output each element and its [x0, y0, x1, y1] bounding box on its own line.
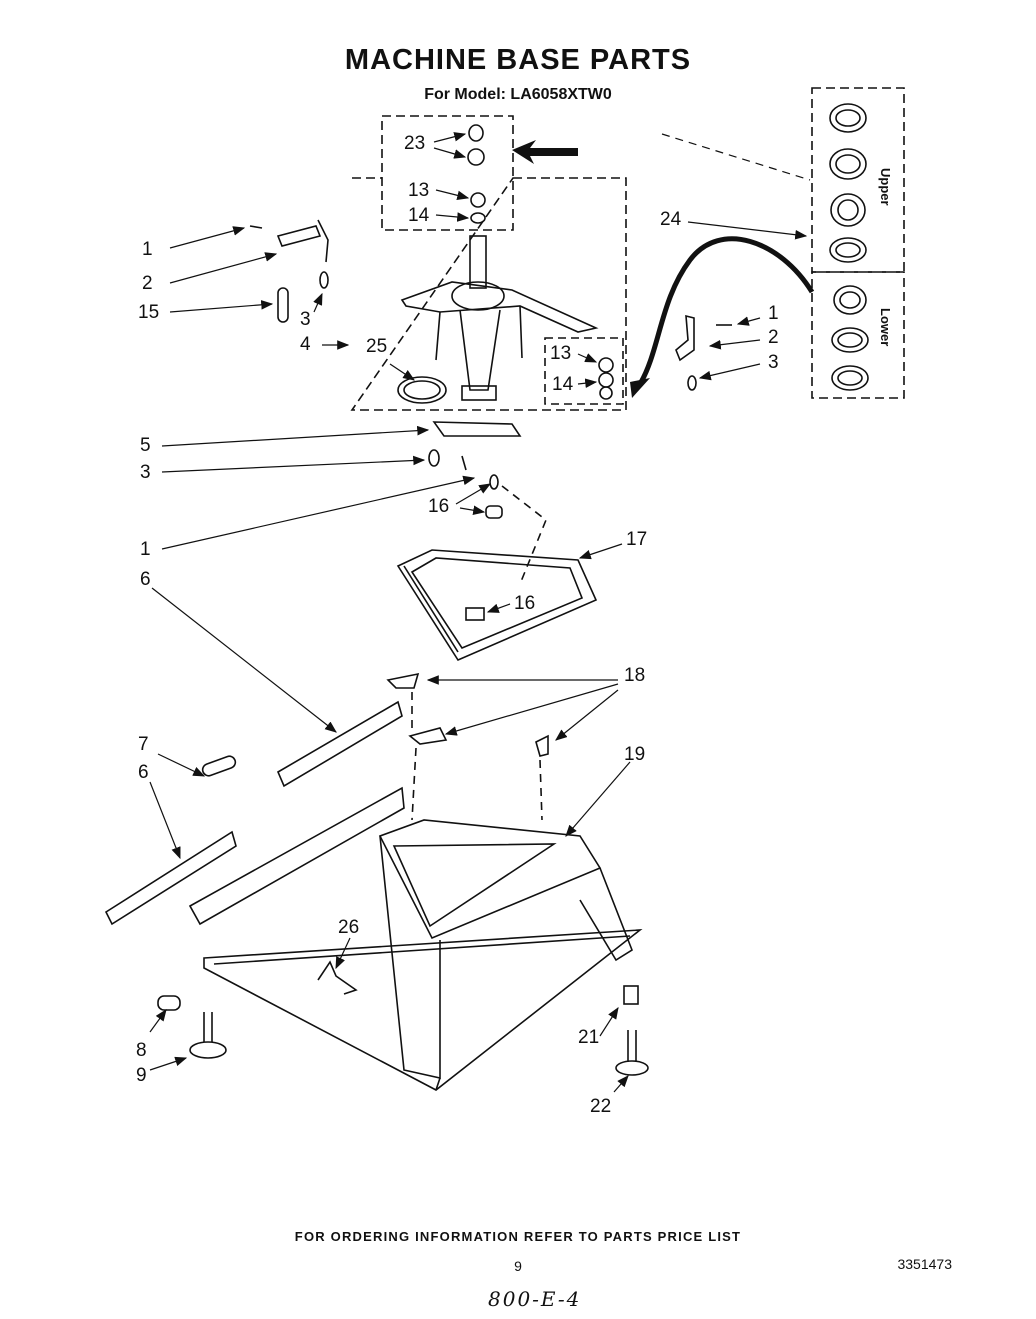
callout-3: 3	[300, 309, 311, 330]
frame-17	[396, 549, 598, 662]
callout-18: 18	[624, 665, 646, 686]
callout-6: 6	[140, 569, 151, 590]
bearing-box	[544, 337, 624, 405]
callout-4: 4	[300, 334, 311, 355]
transmission-assembly	[400, 235, 599, 401]
leveling-foot-22	[615, 1030, 649, 1076]
document-number: 3351473	[897, 1256, 952, 1272]
callout-1-mid: 1	[140, 539, 151, 560]
seal-parts-stack	[467, 124, 486, 224]
leveling-foot-9	[189, 1012, 227, 1059]
callout-16: 16	[428, 496, 450, 517]
upper-seal-kit	[829, 103, 867, 263]
ring-25	[397, 376, 447, 404]
clip-parts-right	[675, 314, 732, 391]
callout-23: 23	[404, 133, 426, 154]
seal-kit-box	[381, 115, 514, 231]
callout-8: 8	[136, 1040, 147, 1061]
callout-5: 5	[140, 435, 151, 456]
rail-6-upper	[276, 700, 403, 788]
callout-25: 25	[366, 336, 388, 357]
page-number: 9	[514, 1258, 522, 1274]
upper-kit-label: Upper	[878, 168, 893, 206]
leader-lines	[149, 132, 808, 1093]
lower-seal-kit	[831, 285, 869, 391]
model-subtitle: For Model: LA6058XTW0	[424, 86, 612, 103]
callout-26: 26	[338, 917, 360, 938]
callout-3-right: 3	[768, 352, 779, 373]
callout-14: 14	[408, 205, 430, 226]
clip-parts-upper-left	[249, 219, 329, 323]
bracket-5	[432, 421, 522, 437]
callout-1-right: 1	[768, 303, 779, 324]
page-title: MACHINE BASE PARTS	[344, 44, 692, 76]
callout-14-lower: 14	[552, 374, 574, 395]
bracket-26	[317, 960, 358, 995]
callout-17: 17	[626, 529, 648, 550]
callout-21: 21	[578, 1027, 600, 1048]
foot-nut-21	[623, 985, 639, 1005]
callout-16-lower: 16	[514, 593, 536, 614]
callout-3-mid: 3	[140, 462, 151, 483]
callout-13: 13	[408, 180, 430, 201]
base-cabinet-19	[188, 786, 643, 1091]
callout-19: 19	[624, 744, 646, 765]
callout-24: 24	[660, 209, 682, 230]
callout-6-lower: 6	[138, 762, 149, 783]
rail-6-lower	[104, 830, 237, 926]
ordering-footer: FOR ORDERING INFORMATION REFER TO PARTS …	[294, 1229, 742, 1244]
foot-plug-8	[157, 995, 181, 1011]
callout-2: 2	[142, 273, 153, 294]
part-18c	[535, 734, 549, 757]
insert-arrow-icon	[512, 140, 578, 164]
callout-15: 15	[138, 302, 160, 323]
callout-1: 1	[142, 239, 153, 260]
callout-13-lower: 13	[550, 343, 572, 364]
lower-kit-label: Lower	[878, 308, 893, 347]
transmission-box	[350, 177, 627, 411]
kit-arrow-icon	[637, 236, 815, 386]
part-18a	[386, 672, 420, 689]
part-18b	[408, 727, 448, 745]
callout-9: 9	[136, 1065, 147, 1086]
callout-22: 22	[590, 1096, 612, 1117]
spring-7	[201, 755, 237, 777]
handwritten-note: 800-E-4	[488, 1287, 582, 1311]
lower-kit-box	[811, 271, 905, 399]
callout-2-right: 2	[768, 327, 779, 348]
callout-7: 7	[138, 734, 149, 755]
